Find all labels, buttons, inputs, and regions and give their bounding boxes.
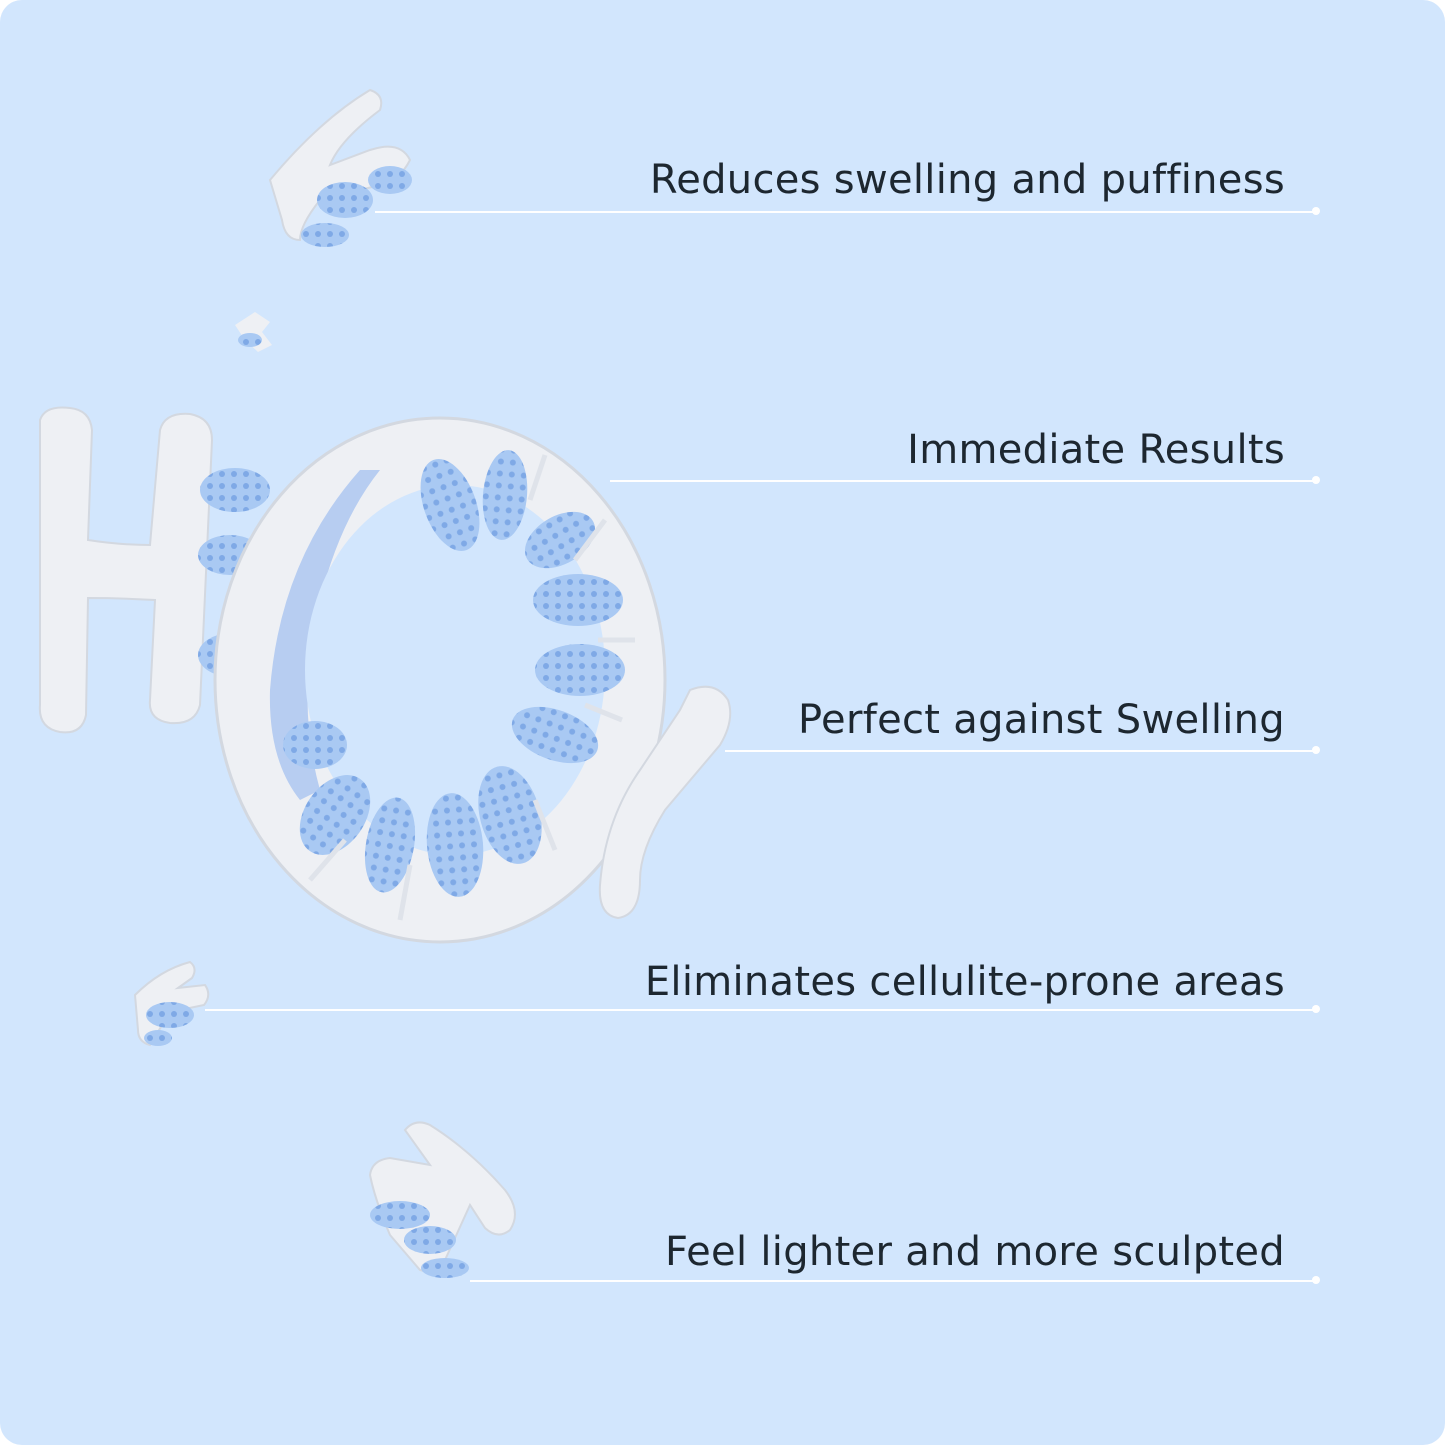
feature-label: Reduces swelling and puffiness — [649, 157, 1285, 203]
roller-fragment-icon — [133, 960, 210, 1047]
massage-roller-ring-icon — [38, 406, 732, 944]
callout-line — [375, 211, 1317, 213]
feature-label: Perfect against Swelling — [798, 697, 1285, 743]
callout-line — [725, 750, 1317, 752]
feature-label: Feel lighter and more sculpted — [665, 1229, 1285, 1275]
callout-dot — [1312, 207, 1320, 215]
feature-label: Eliminates cellulite-prone areas — [644, 959, 1285, 1005]
callout-dot — [1312, 1276, 1320, 1284]
callout-dot — [1312, 476, 1320, 484]
roller-fragment-icon — [235, 312, 272, 352]
roller-fragment-icon — [268, 88, 412, 247]
callout-dot — [1312, 746, 1320, 754]
callout-dot — [1312, 1005, 1320, 1013]
callout-line — [610, 480, 1317, 482]
callout-line — [205, 1009, 1317, 1011]
roller-fragment-icon — [368, 1121, 516, 1278]
callout-line — [470, 1280, 1317, 1282]
feature-label: Immediate Results — [907, 427, 1285, 473]
